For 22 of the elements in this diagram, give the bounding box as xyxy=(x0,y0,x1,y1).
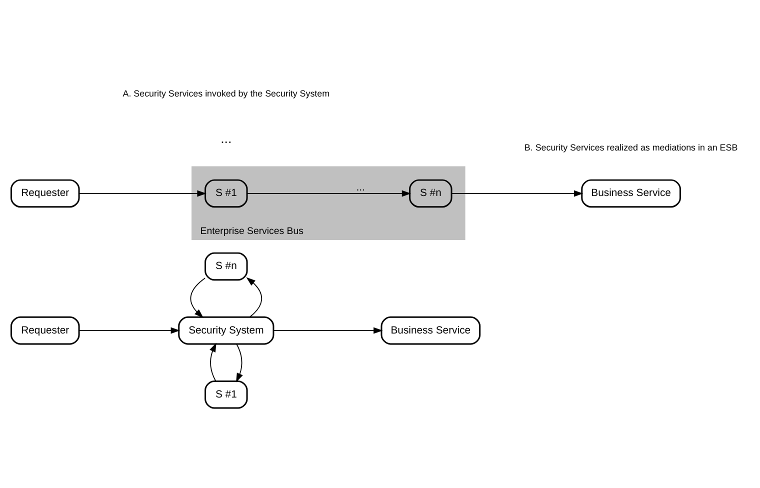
arrow xyxy=(273,326,383,334)
label: A. Security Services invoked by the Security System xyxy=(122,88,330,98)
edge-label: ... xyxy=(356,182,365,194)
arrow xyxy=(236,343,243,382)
arrow xyxy=(246,276,262,317)
node-box: Security System xyxy=(178,316,274,344)
arrow xyxy=(246,190,412,196)
node-box: S #1 xyxy=(204,380,248,408)
node-box: Requester xyxy=(10,316,80,344)
arrow xyxy=(78,326,180,334)
node-box: Business Service xyxy=(380,316,481,344)
node-box: S #1 xyxy=(204,178,248,208)
label: B. Security Services realized as mediations in an ESB xyxy=(524,142,738,152)
arrow xyxy=(210,342,216,382)
node-box: Business Service xyxy=(581,178,681,208)
node-box: Requester xyxy=(10,178,80,208)
node-box: S #n xyxy=(204,252,248,280)
node-box: S #n xyxy=(409,178,452,208)
arrow xyxy=(78,190,206,196)
arrow xyxy=(190,277,206,318)
label: ... xyxy=(220,130,232,146)
arrow xyxy=(451,190,584,196)
